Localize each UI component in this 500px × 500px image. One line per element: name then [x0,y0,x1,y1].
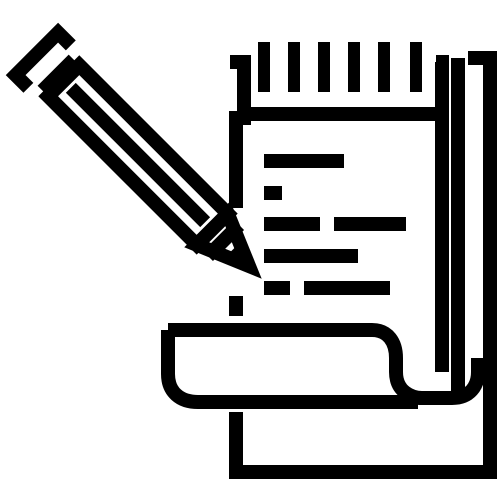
notepad-back-page [229,51,497,479]
notepad-icon [229,42,497,479]
pencil-tip-band [203,220,245,262]
notepad-left-edge [229,55,251,208]
pencil-body [38,55,238,255]
notepad-right-edge [435,55,449,372]
pencil-ferrule [37,54,79,96]
pencil-body-groove [65,82,211,228]
spiral-binding [258,42,422,92]
paper-curl-bottom [161,330,418,409]
paper-curl-icon [161,323,485,409]
paper-curl-top [168,323,485,405]
pencil-eraser [5,22,76,93]
pencil-icon [5,22,262,279]
text-lines-icon [264,154,406,295]
pencil-lead [227,244,248,265]
